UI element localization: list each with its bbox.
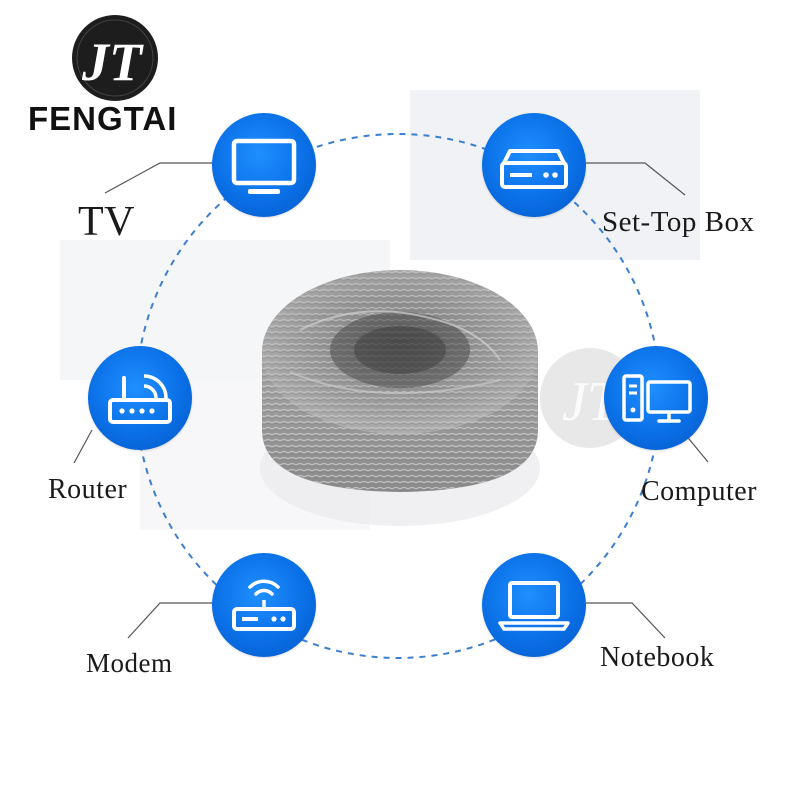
label-set-top-box: Set-Top Box: [602, 206, 755, 238]
modem-connector-line: [127, 602, 215, 639]
settop-device-circle: [482, 113, 586, 217]
notebook-connector-line: [586, 602, 666, 639]
label-router: Router: [48, 474, 128, 505]
brand-name: FENGTAI: [28, 100, 178, 137]
label-tv: TV: [78, 199, 135, 245]
fengtai-monogram-logo: JT: [72, 15, 158, 101]
router-device-circle: [88, 346, 192, 450]
computer-device-circle: [604, 346, 708, 450]
label-modem: Modem: [86, 648, 173, 678]
network-cable-coil: [260, 270, 540, 526]
settop-connector-line: [586, 162, 686, 196]
label-notebook: Notebook: [600, 642, 715, 673]
label-computer: Computer: [641, 476, 757, 507]
desktop-computer-icon: [622, 374, 692, 423]
modem-icon: [232, 579, 296, 631]
svg-text:JT: JT: [81, 32, 144, 92]
modem-device-circle: [212, 553, 316, 657]
tv-device-circle: [212, 113, 316, 217]
laptop-icon: [498, 581, 570, 631]
notebook-device-circle: [482, 553, 586, 657]
set-top-box-icon: [500, 149, 568, 189]
tv-monitor-icon: [231, 138, 297, 194]
router-connector-line: [73, 429, 93, 464]
tv-connector-line: [104, 162, 215, 194]
wifi-router-icon: [108, 374, 172, 424]
